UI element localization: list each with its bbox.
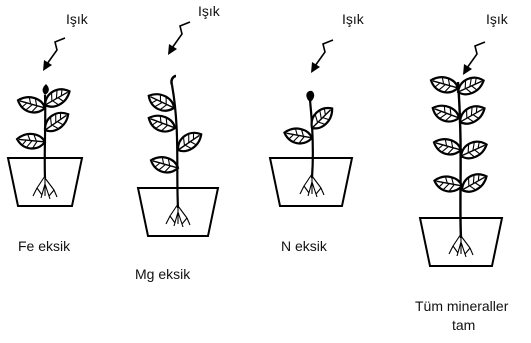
caption: Mg eksik <box>135 266 191 282</box>
caption: N eksik <box>281 238 328 254</box>
caption: Fe eksik <box>18 238 71 254</box>
leaf-icon <box>144 109 179 138</box>
leaf-icon <box>14 130 48 152</box>
leaf-icon <box>455 100 489 129</box>
leaf-icon <box>430 133 465 160</box>
leaf-icon <box>147 151 182 178</box>
leaf-icon <box>453 72 488 99</box>
caption-line-1: Tüm mineraller <box>415 298 509 314</box>
leaf-icon <box>431 172 465 196</box>
leaf-icon <box>428 99 463 128</box>
leaf-icon <box>427 71 462 98</box>
stem <box>308 99 314 179</box>
leaf-icon <box>172 127 207 157</box>
caption-line-2: tam <box>452 317 475 333</box>
light-label: Işık <box>342 11 365 27</box>
plant-mg-deficient: Işık Mg eksik <box>135 3 221 282</box>
light-arrow-icon <box>310 39 334 74</box>
leaf-icon <box>144 87 178 117</box>
leaf-icon <box>14 91 49 118</box>
light-arrow-icon <box>462 41 486 76</box>
light-label: Işık <box>66 11 89 27</box>
leaf-icon <box>456 136 491 163</box>
stem <box>456 81 463 239</box>
light-arrow-icon <box>167 21 191 56</box>
plant-fe-deficient: Işık Fe eksik <box>6 11 89 254</box>
light-label: Işık <box>486 11 509 27</box>
pot <box>268 157 354 207</box>
leaf-icon <box>457 168 491 197</box>
light-label: Işık <box>198 3 221 19</box>
leaf-icon <box>281 124 315 148</box>
light-arrow-icon <box>42 37 66 72</box>
plant-all-minerals: Işık Tüm mineraller tam <box>415 11 509 333</box>
plant-n-deficient: Işık N eksik <box>268 11 365 254</box>
